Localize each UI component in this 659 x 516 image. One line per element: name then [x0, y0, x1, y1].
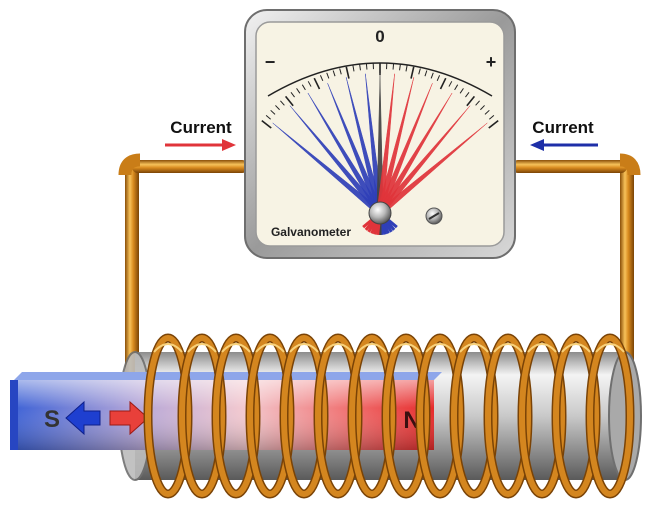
galvanometer-label: Galvanometer — [271, 225, 351, 239]
scale-tick — [359, 64, 361, 71]
scale-tick — [418, 68, 421, 75]
scale-tick — [475, 100, 480, 106]
galvanometer: 0 − + Galvanometer — [244, 9, 516, 259]
scale-tick — [454, 84, 459, 91]
coil-loop-shine — [255, 343, 285, 353]
current-label-right: Current — [532, 118, 594, 137]
scale-tick — [345, 66, 350, 79]
coil-loop-shine — [391, 343, 421, 353]
coil-loop-highlight — [417, 335, 463, 497]
scale-tick — [275, 105, 280, 111]
coil-loop-highlight — [451, 335, 497, 497]
galvanometer-scale — [261, 62, 499, 129]
coil-loop-shine — [221, 343, 251, 353]
coil-loop-shine — [187, 343, 217, 353]
scale-tick — [410, 66, 415, 79]
coil-loop-shine — [459, 343, 489, 353]
scale-tick — [439, 77, 447, 90]
screw-icon — [425, 207, 443, 225]
scale-tick — [265, 115, 271, 120]
scale-tick — [270, 109, 276, 115]
scale-tick — [339, 68, 342, 75]
scale-tick — [296, 88, 301, 94]
coil-loop-highlight — [213, 335, 259, 497]
coil-loop-highlight — [587, 335, 633, 497]
scale-tick — [332, 70, 336, 77]
coil-loop-highlight — [485, 335, 531, 497]
scale-tick — [392, 63, 395, 70]
move-right-arrow — [109, 400, 149, 436]
scale-plus-label: + — [486, 52, 497, 72]
scale-tick — [365, 63, 368, 70]
current-arrow-right — [530, 139, 598, 151]
scale-tick — [326, 72, 330, 79]
scale-tick — [307, 81, 312, 87]
scale-tick — [261, 120, 272, 129]
scale-tick — [436, 75, 441, 82]
scale-tick — [313, 77, 321, 90]
pivot-icon — [368, 201, 392, 225]
coil-loop-shine — [595, 343, 625, 353]
scale-tick — [480, 105, 485, 111]
coil-loop-shine — [357, 343, 387, 353]
wire-coil — [143, 333, 635, 499]
coil-loop-shine — [527, 343, 557, 353]
scale-tick — [399, 64, 401, 71]
scale-tick — [489, 115, 495, 120]
coil-loop-highlight — [145, 335, 191, 497]
scale-tick — [319, 75, 324, 82]
scale-zero-label: 0 — [375, 27, 384, 46]
scale-minus-label: − — [265, 52, 276, 72]
coil-loop-highlight — [519, 335, 565, 497]
scale-tick — [424, 70, 428, 77]
coil-loop-highlight — [553, 335, 599, 497]
coil-loop-highlight — [247, 335, 293, 497]
galvanometer-needles — [272, 72, 488, 236]
coil-loop-highlight — [383, 335, 429, 497]
scale-tick — [290, 91, 295, 98]
coil-loop-shine — [493, 343, 523, 353]
magnet-south-label: S — [44, 406, 60, 433]
coil-loop-highlight — [349, 335, 395, 497]
coil-loop-highlight — [179, 335, 225, 497]
move-left-arrow — [65, 400, 101, 436]
coil-loop-shine — [425, 343, 455, 353]
coil-loop-highlight — [281, 335, 327, 497]
coil-loop-shine — [153, 343, 183, 353]
scale-tick — [284, 95, 294, 107]
coil-loop-shine — [561, 343, 591, 353]
scale-tick — [488, 120, 499, 129]
scale-tick — [280, 100, 285, 106]
scale-tick — [405, 65, 408, 72]
scale-tick — [459, 88, 464, 94]
current-label-left: Current — [170, 118, 232, 137]
scale-tick — [301, 84, 306, 91]
scale-tick — [430, 72, 434, 79]
coil-loop-shine — [323, 343, 353, 353]
scale-tick — [465, 91, 470, 98]
current-arrow-left — [165, 139, 236, 151]
scale-tick — [448, 81, 453, 87]
circuit-wire — [118, 153, 641, 392]
scale-tick — [466, 95, 476, 107]
scale-tick — [484, 109, 490, 115]
scale-tick — [352, 65, 355, 72]
coil-loop-highlight — [315, 335, 361, 497]
coil-loop-shine — [289, 343, 319, 353]
